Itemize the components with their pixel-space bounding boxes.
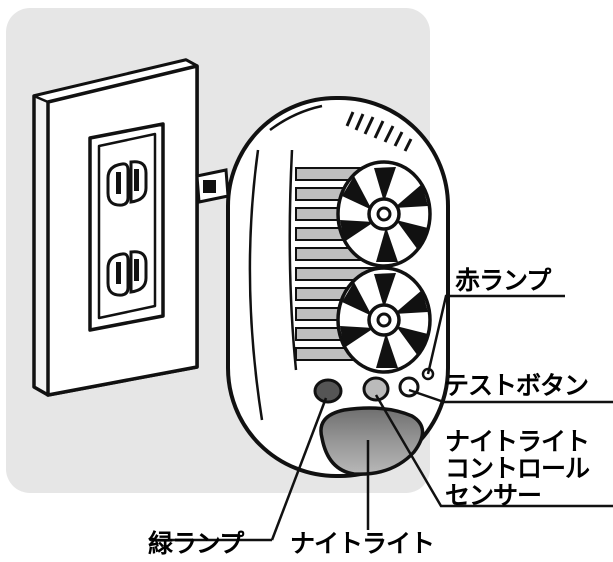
night-light-control-sensor [362, 376, 390, 402]
test-button-label: テストボタン [444, 371, 589, 400]
night-light-lens [319, 406, 425, 476]
green-lamp-label: 緑ランプ [148, 529, 244, 558]
leader-lines [150, 294, 613, 542]
sensor-label-line-1: ナイトライト [445, 427, 590, 456]
green-lamp [313, 378, 343, 404]
sensor-label-line-2: コントロール [445, 454, 590, 483]
wall-outlet-icon [32, 58, 199, 397]
fan-icon [336, 160, 432, 268]
sensor-label-line-3: センサー [445, 481, 542, 510]
plug-prongs [195, 168, 230, 204]
fan-icon [336, 266, 432, 374]
night-light-label: ナイトライト [290, 529, 435, 558]
night-light-control-sensor-label: ナイトライト コントロール センサー [445, 427, 590, 510]
red-lamp-label: 赤ランプ [455, 266, 551, 295]
